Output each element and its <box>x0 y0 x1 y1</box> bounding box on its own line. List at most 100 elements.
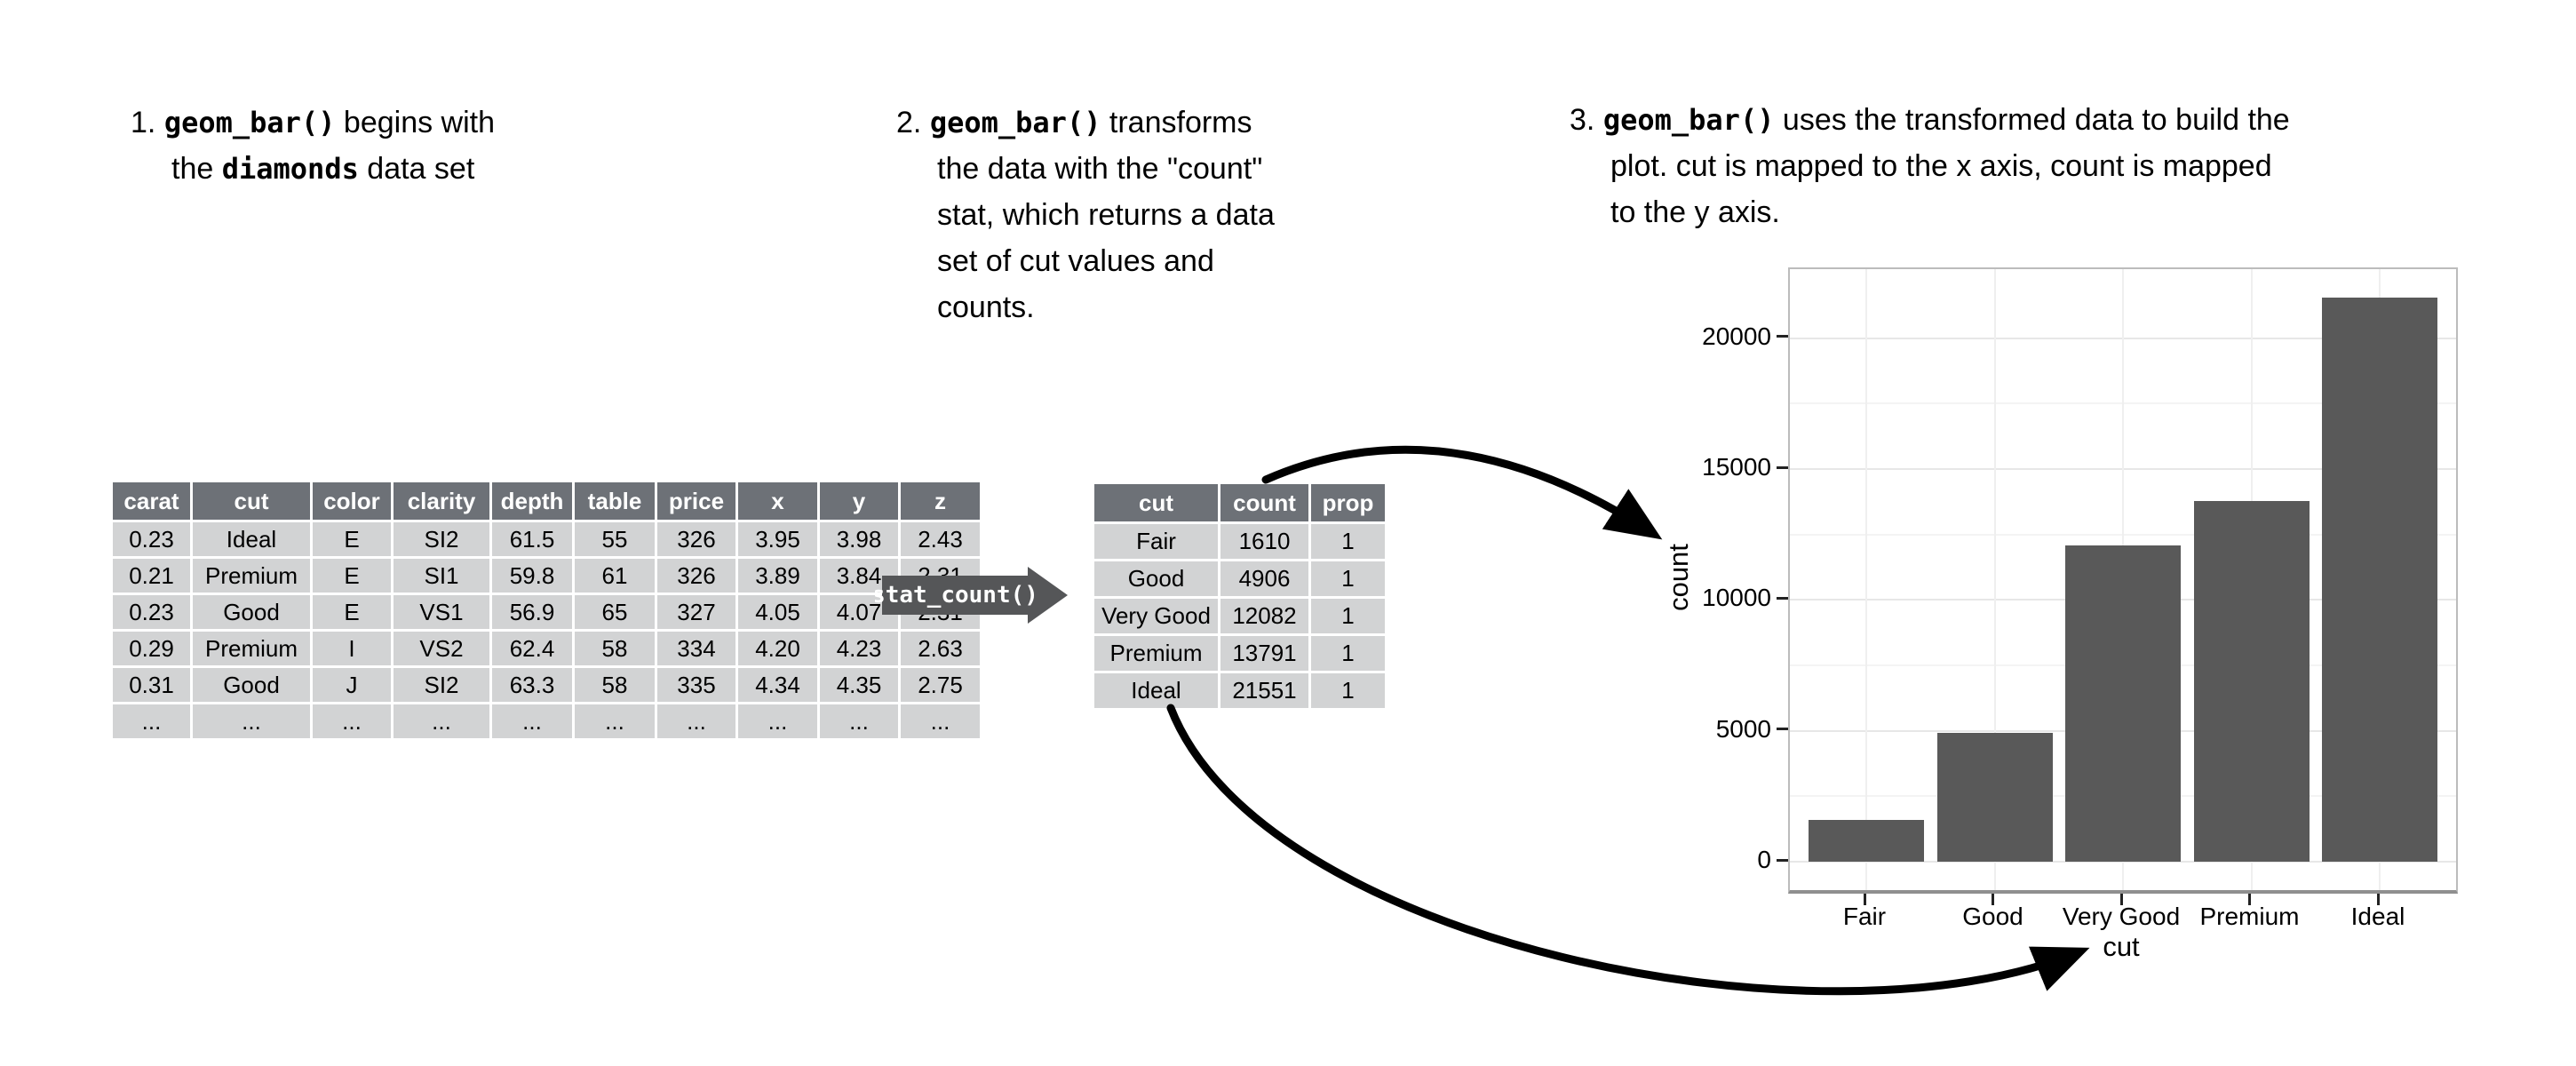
bar-very-good <box>2065 545 2181 862</box>
cell: 56.9 <box>492 595 572 629</box>
cell: ... <box>492 704 572 738</box>
y-axis-tick <box>1777 465 1788 469</box>
annotation-line: the diamonds data set <box>171 146 495 192</box>
cell: I <box>313 632 391 665</box>
y-tick-label: 15000 <box>1702 453 1771 481</box>
column-header-z: z <box>901 482 980 520</box>
cell: Ideal <box>1094 673 1218 708</box>
arrow-shape-icon <box>882 567 1068 624</box>
cell: 335 <box>657 668 735 702</box>
annotation-line: 1. geom_bar() begins with <box>131 99 495 146</box>
cell: E <box>313 559 391 593</box>
cell: 59.8 <box>492 559 572 593</box>
text-token: set of cut values and <box>937 244 1214 278</box>
cell: 3.89 <box>738 559 817 593</box>
stat-count-arrow: stat_count() <box>875 567 1068 624</box>
text-token: transforms <box>1101 106 1252 139</box>
cell: 4.23 <box>820 632 898 665</box>
column-header-price: price <box>657 482 735 520</box>
cell: J <box>313 668 391 702</box>
cell: 1 <box>1311 561 1385 596</box>
column-header-cut: cut <box>1094 484 1218 521</box>
column-header-clarity: clarity <box>394 482 489 520</box>
annotation-line: set of cut values and <box>937 238 1275 284</box>
cell: VS1 <box>394 595 489 629</box>
cell: Good <box>1094 561 1218 596</box>
cell: 1 <box>1311 599 1385 633</box>
cell: 62.4 <box>492 632 572 665</box>
cell: 4.35 <box>820 668 898 702</box>
cell: 61 <box>575 559 655 593</box>
text-token: data set <box>358 152 475 186</box>
cell: VS2 <box>394 632 489 665</box>
annotation-line: to the y axis. <box>1610 189 2290 235</box>
cell: 327 <box>657 595 735 629</box>
cell: 4.34 <box>738 668 817 702</box>
chart-panel <box>1788 267 2458 894</box>
text-token: 2. <box>896 106 930 139</box>
cell: ... <box>901 704 980 738</box>
text-token: begins with <box>335 106 496 139</box>
gridline-vertical <box>1865 269 1867 890</box>
bar-ideal <box>2322 298 2437 862</box>
text-token: 3. <box>1570 103 1603 137</box>
column-header-y: y <box>820 482 898 520</box>
annotation-step-3: 3. geom_bar() uses the transformed data … <box>1570 97 2290 235</box>
cell: 2.43 <box>901 522 980 556</box>
annotation-line: stat, which returns a data <box>937 192 1275 238</box>
code-token: geom_bar() <box>163 106 336 139</box>
column-header-x: x <box>738 482 817 520</box>
bar-fair <box>1809 819 1924 862</box>
annotation-line: counts. <box>937 284 1275 330</box>
cell: ... <box>657 704 735 738</box>
cell: 63.3 <box>492 668 572 702</box>
x-axis-tick <box>2376 894 2380 905</box>
cell: 2.63 <box>901 632 980 665</box>
column-header-table: table <box>575 482 655 520</box>
column-header-carat: carat <box>113 482 190 520</box>
text-token: the <box>171 152 222 186</box>
text-token: 1. <box>131 106 164 139</box>
code-token: geom_bar() <box>929 106 1101 139</box>
cell: 1 <box>1311 636 1385 671</box>
cell: 4.20 <box>738 632 817 665</box>
cell: 13791 <box>1220 636 1308 671</box>
bar-premium <box>2193 500 2310 862</box>
x-tick-label: Premium <box>2199 903 2300 930</box>
x-tick-label: Ideal <box>2350 903 2405 930</box>
text-token: uses the transformed data to build the <box>1774 103 2290 137</box>
y-axis-tick <box>1777 858 1788 862</box>
cell: 326 <box>657 522 735 556</box>
cell: E <box>313 522 391 556</box>
cell: ... <box>575 704 655 738</box>
text-token: counts. <box>937 290 1035 324</box>
bar-good <box>1936 733 2053 862</box>
annotation-line: plot. cut is mapped to the x axis, count… <box>1610 143 2290 189</box>
cell: ... <box>738 704 817 738</box>
cell: 61.5 <box>492 522 572 556</box>
cell: Good <box>193 668 310 702</box>
cell: 65 <box>575 595 655 629</box>
cell: ... <box>113 704 190 738</box>
cell: ... <box>820 704 898 738</box>
text-token: stat, which returns a data <box>937 198 1275 232</box>
stat-count-label: stat_count() <box>875 582 1038 609</box>
cell: ... <box>193 704 310 738</box>
cell: SI1 <box>394 559 489 593</box>
cell: Premium <box>1094 636 1218 671</box>
x-axis-tick <box>2248 894 2251 905</box>
column-header-depth: depth <box>492 482 572 520</box>
x-axis-title: cut <box>2103 931 2140 962</box>
cell: 334 <box>657 632 735 665</box>
cell: 58 <box>575 668 655 702</box>
text-token: to the y axis. <box>1610 195 1780 229</box>
cell: 0.21 <box>113 559 190 593</box>
